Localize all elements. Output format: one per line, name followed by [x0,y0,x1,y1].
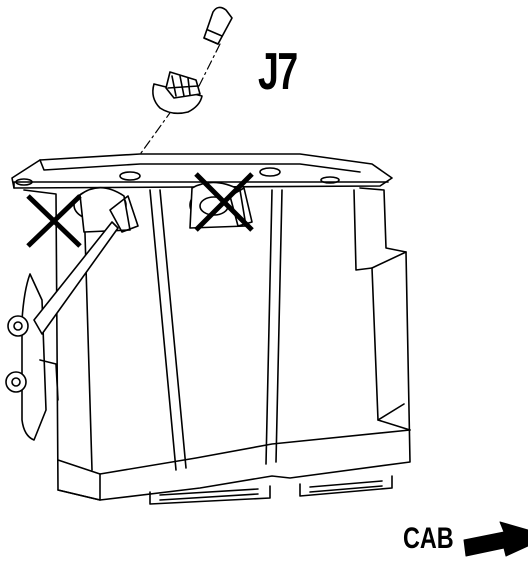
thumb-knob-icon [152,71,203,115]
side-bracket [5,221,119,441]
housing-lid [11,153,393,189]
screw-icon [203,6,233,45]
x-mark-icon [194,172,254,232]
x-mark-icon [26,194,82,248]
direction-label: CAB [403,522,454,555]
step-label: J7 [258,43,298,101]
assembly-axis-line [135,43,221,161]
housing-body [23,181,411,505]
arrow-right-icon [463,521,528,557]
